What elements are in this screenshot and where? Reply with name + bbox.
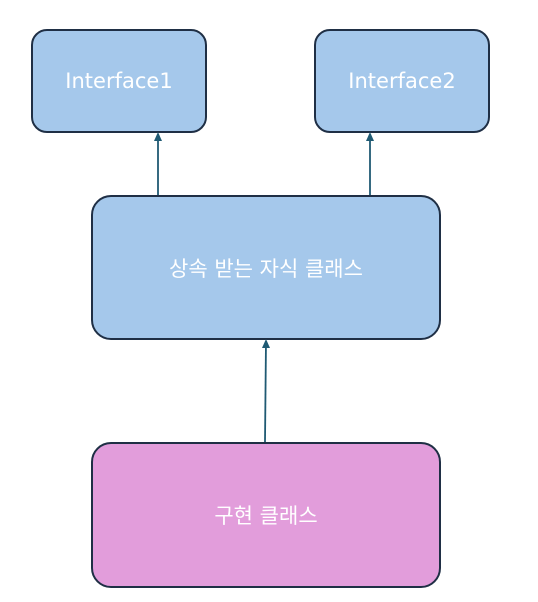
arrowhead-interface1 — [154, 132, 162, 141]
impl-class-label: 구현 클래스 — [214, 504, 318, 528]
interface1-node: Interface1 — [31, 29, 207, 133]
arrowhead-child — [262, 339, 270, 348]
interface2-label: Interface2 — [348, 69, 456, 93]
child-class-label: 상속 받는 자식 클래스 — [169, 256, 363, 281]
arrowhead-interface2 — [366, 132, 374, 141]
interface1-label: Interface1 — [65, 69, 173, 93]
edge-impl-to-child — [264, 340, 267, 443]
impl-class-node: 구현 클래스 — [91, 442, 441, 588]
interface2-node: Interface2 — [314, 29, 490, 133]
child-class-node: 상속 받는 자식 클래스 — [91, 195, 441, 340]
